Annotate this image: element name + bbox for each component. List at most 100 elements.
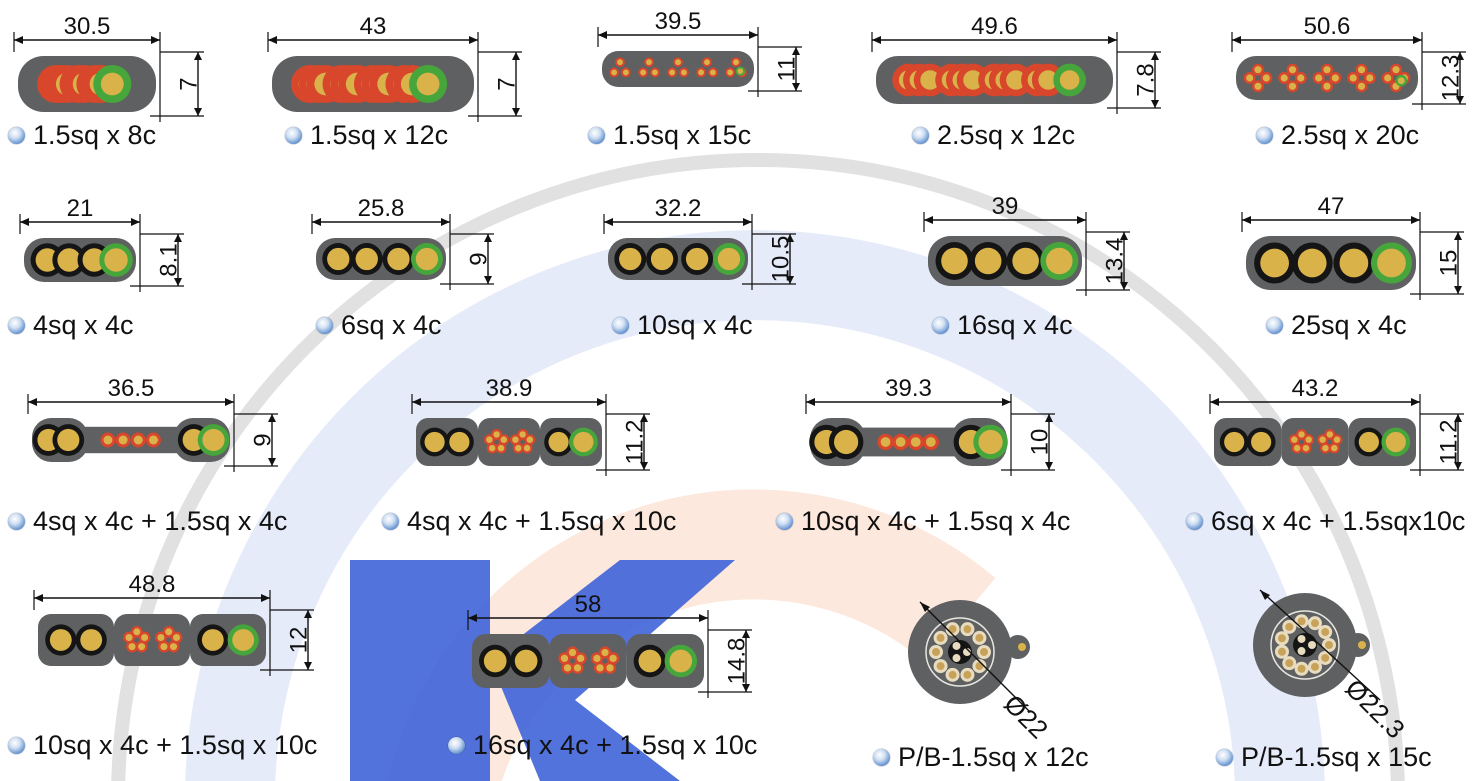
bullet-icon — [1266, 317, 1283, 334]
height-dimension: 12 — [285, 627, 312, 654]
cable-label-6: 4sq x 4c — [8, 310, 134, 341]
width-dimension: 43 — [360, 13, 387, 40]
bullet-icon — [1186, 513, 1203, 530]
bullet-icon — [382, 513, 399, 530]
width-dimension: 39.3 — [885, 375, 932, 402]
cable-diagram-12: 38.9 11.2 — [406, 372, 676, 482]
core-group — [30, 243, 133, 277]
width-dimension: 38.9 — [486, 375, 533, 402]
cable-diagram-13: 39.3 10 — [800, 372, 1090, 482]
core-group — [809, 424, 1008, 460]
core-group — [609, 57, 747, 78]
cable-label-8: 10sq x 4c — [612, 310, 753, 341]
bullet-icon — [285, 127, 302, 144]
height-dimension: 13.4 — [1101, 238, 1128, 285]
height-dimension: 12.3 — [1437, 55, 1464, 102]
bullet-icon — [1256, 127, 1273, 144]
height-dimension: 10 — [1026, 429, 1053, 456]
cable-diagram-14: 43.2 11.2 — [1204, 372, 1474, 482]
height-dimension: 14.8 — [723, 638, 750, 685]
bullet-icon — [873, 749, 890, 766]
bullet-icon — [932, 317, 949, 334]
cable-diagram-5: 50.6 12.3 — [1226, 10, 1479, 120]
cable-label-7: 6sq x 4c — [316, 310, 442, 341]
width-dimension: 32.2 — [655, 195, 702, 222]
height-dimension: 8.1 — [155, 243, 182, 276]
width-dimension: 47 — [1318, 193, 1345, 220]
height-dimension: 9 — [465, 252, 492, 265]
core-group — [45, 624, 259, 656]
cable-diagram-4: 49.6 7.8 — [866, 10, 1186, 120]
height-dimension: 11.2 — [1435, 420, 1462, 465]
core-group — [1219, 427, 1411, 457]
bullet-icon — [912, 127, 929, 144]
bullet-icon — [8, 317, 25, 334]
bullet-icon — [1216, 749, 1233, 766]
width-dimension: 58 — [575, 591, 602, 618]
cable-label-17: P/B-1.5sq x 12c — [873, 742, 1089, 773]
bullet-icon — [316, 317, 333, 334]
cable-diagram-15: 48.8 12 — [28, 568, 338, 678]
cable-diagram-18: Ø22.3 — [1240, 585, 1440, 744]
core-group — [37, 64, 132, 104]
cable-label-11: 4sq x 4c + 1.5sq x 4c — [8, 506, 287, 537]
width-dimension: 48.8 — [129, 571, 176, 598]
height-dimension: 10.5 — [767, 236, 794, 283]
cable-label-5: 2.5sq x 20c — [1256, 120, 1419, 151]
core-group — [420, 427, 598, 457]
cable-label-4: 2.5sq x 12c — [912, 120, 1075, 151]
height-dimension: 7 — [493, 77, 520, 90]
cable-label-2: 1.5sq x 12c — [285, 120, 448, 151]
core-group — [935, 242, 1079, 280]
height-dimension: 9 — [249, 433, 276, 446]
height-dimension: 11.2 — [621, 420, 648, 465]
cable-label-9: 16sq x 4c — [932, 310, 1073, 341]
cable-label-18: P/B-1.5sq x 15c — [1216, 742, 1432, 773]
bullet-icon — [8, 127, 25, 144]
core-group — [479, 644, 697, 678]
cable-label-3: 1.5sq x 15c — [588, 120, 751, 151]
bullet-icon — [8, 737, 25, 754]
width-dimension: 39.5 — [655, 8, 702, 35]
cable-diagram-2: 43 7 — [262, 10, 562, 122]
cable-label-1: 1.5sq x 8c — [8, 120, 156, 151]
height-dimension: 15 — [1435, 250, 1462, 277]
core-group — [32, 424, 230, 456]
width-dimension: 49.6 — [971, 13, 1018, 40]
width-dimension: 21 — [67, 195, 94, 222]
width-dimension: 25.8 — [358, 195, 405, 222]
core-group — [322, 243, 443, 275]
cable-label-10: 25sq x 4c — [1266, 310, 1407, 341]
bullet-icon — [588, 127, 605, 144]
width-dimension: 50.6 — [1304, 13, 1351, 40]
height-dimension: 7.8 — [1132, 63, 1159, 96]
width-dimension: 43.2 — [1292, 375, 1339, 402]
cable-diagram-17: Ø22 — [890, 592, 1070, 745]
height-dimension: 11 — [773, 57, 800, 82]
bullet-icon — [448, 737, 465, 754]
cable-label-16: 16sq x 4c + 1.5sq x 10c — [448, 730, 757, 761]
width-dimension: 36.5 — [108, 375, 155, 402]
core-group — [1254, 242, 1413, 284]
cable-diagram-8: 32.2 10.5 — [598, 192, 828, 302]
cable-diagram-3: 39.5 11 — [592, 5, 822, 115]
bullet-icon — [612, 317, 629, 334]
core-group — [291, 64, 448, 104]
cable-label-14: 6sq x 4c + 1.5sqx10c — [1186, 506, 1465, 537]
cable-diagram-10: 47 15 — [1236, 190, 1479, 300]
bullet-icon — [8, 513, 25, 530]
core-group — [892, 63, 1086, 97]
cable-label-13: 10sq x 4c + 1.5sq x 4c — [776, 506, 1070, 537]
width-dimension: 30.5 — [64, 13, 111, 40]
core-group — [614, 243, 745, 275]
core-group — [1243, 63, 1411, 93]
cable-label-12: 4sq x 4c + 1.5sq x 10c — [382, 506, 676, 537]
cable-diagram-16: 58 14.8 — [462, 588, 772, 698]
height-dimension: 7 — [175, 77, 202, 90]
